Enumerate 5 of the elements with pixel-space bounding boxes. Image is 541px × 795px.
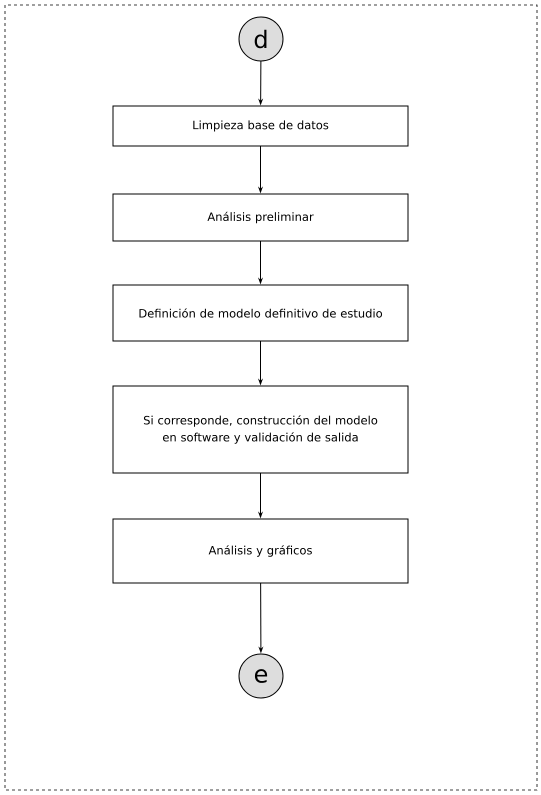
process-box: Análisis y gráficos bbox=[112, 518, 408, 584]
process-box: Análisis preliminar bbox=[112, 194, 408, 242]
process-box: Limpieza base de datos bbox=[112, 106, 408, 146]
process-box: Definición de modelo definitivo de estudio bbox=[112, 284, 408, 342]
process-box: Si corresponde, construcción del modelo en software y validación de salida bbox=[112, 386, 408, 474]
